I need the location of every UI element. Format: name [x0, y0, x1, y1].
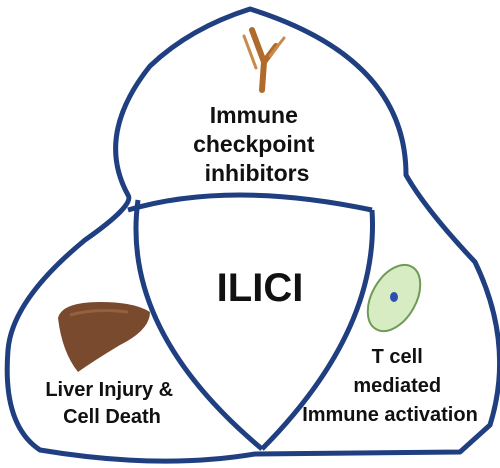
right-circle-inner-arc	[260, 209, 376, 451]
left-circle-inner-arc	[133, 199, 264, 451]
top-label-line: Immune	[210, 102, 298, 128]
bottom-right-label-line: mediated	[353, 375, 441, 397]
t-cell-icon	[366, 263, 422, 333]
antibody-icon	[242, 27, 286, 93]
bottom-right-label-line: T cell	[372, 346, 423, 368]
top-label-line: inhibitors	[205, 160, 310, 186]
bottom-left-label-line: Cell Death	[63, 406, 161, 428]
top-label-line: checkpoint	[193, 131, 315, 157]
venn-outlines	[4, 6, 500, 464]
outer-boundary	[4, 6, 500, 464]
top-circle-inner-arc	[127, 192, 373, 213]
liver-icon	[58, 302, 150, 372]
bottom-right-label: T cell mediated Immune activation	[302, 346, 478, 426]
bottom-left-label-line: Liver Injury &	[45, 379, 173, 401]
center-title: ILICI	[217, 266, 304, 310]
top-circle-label: Immune checkpoint inhibitors	[193, 102, 321, 186]
bottom-right-label-line: Immune activation	[302, 404, 478, 426]
bottom-left-label: Liver Injury & Cell Death	[45, 379, 178, 428]
nucleus	[390, 292, 398, 302]
